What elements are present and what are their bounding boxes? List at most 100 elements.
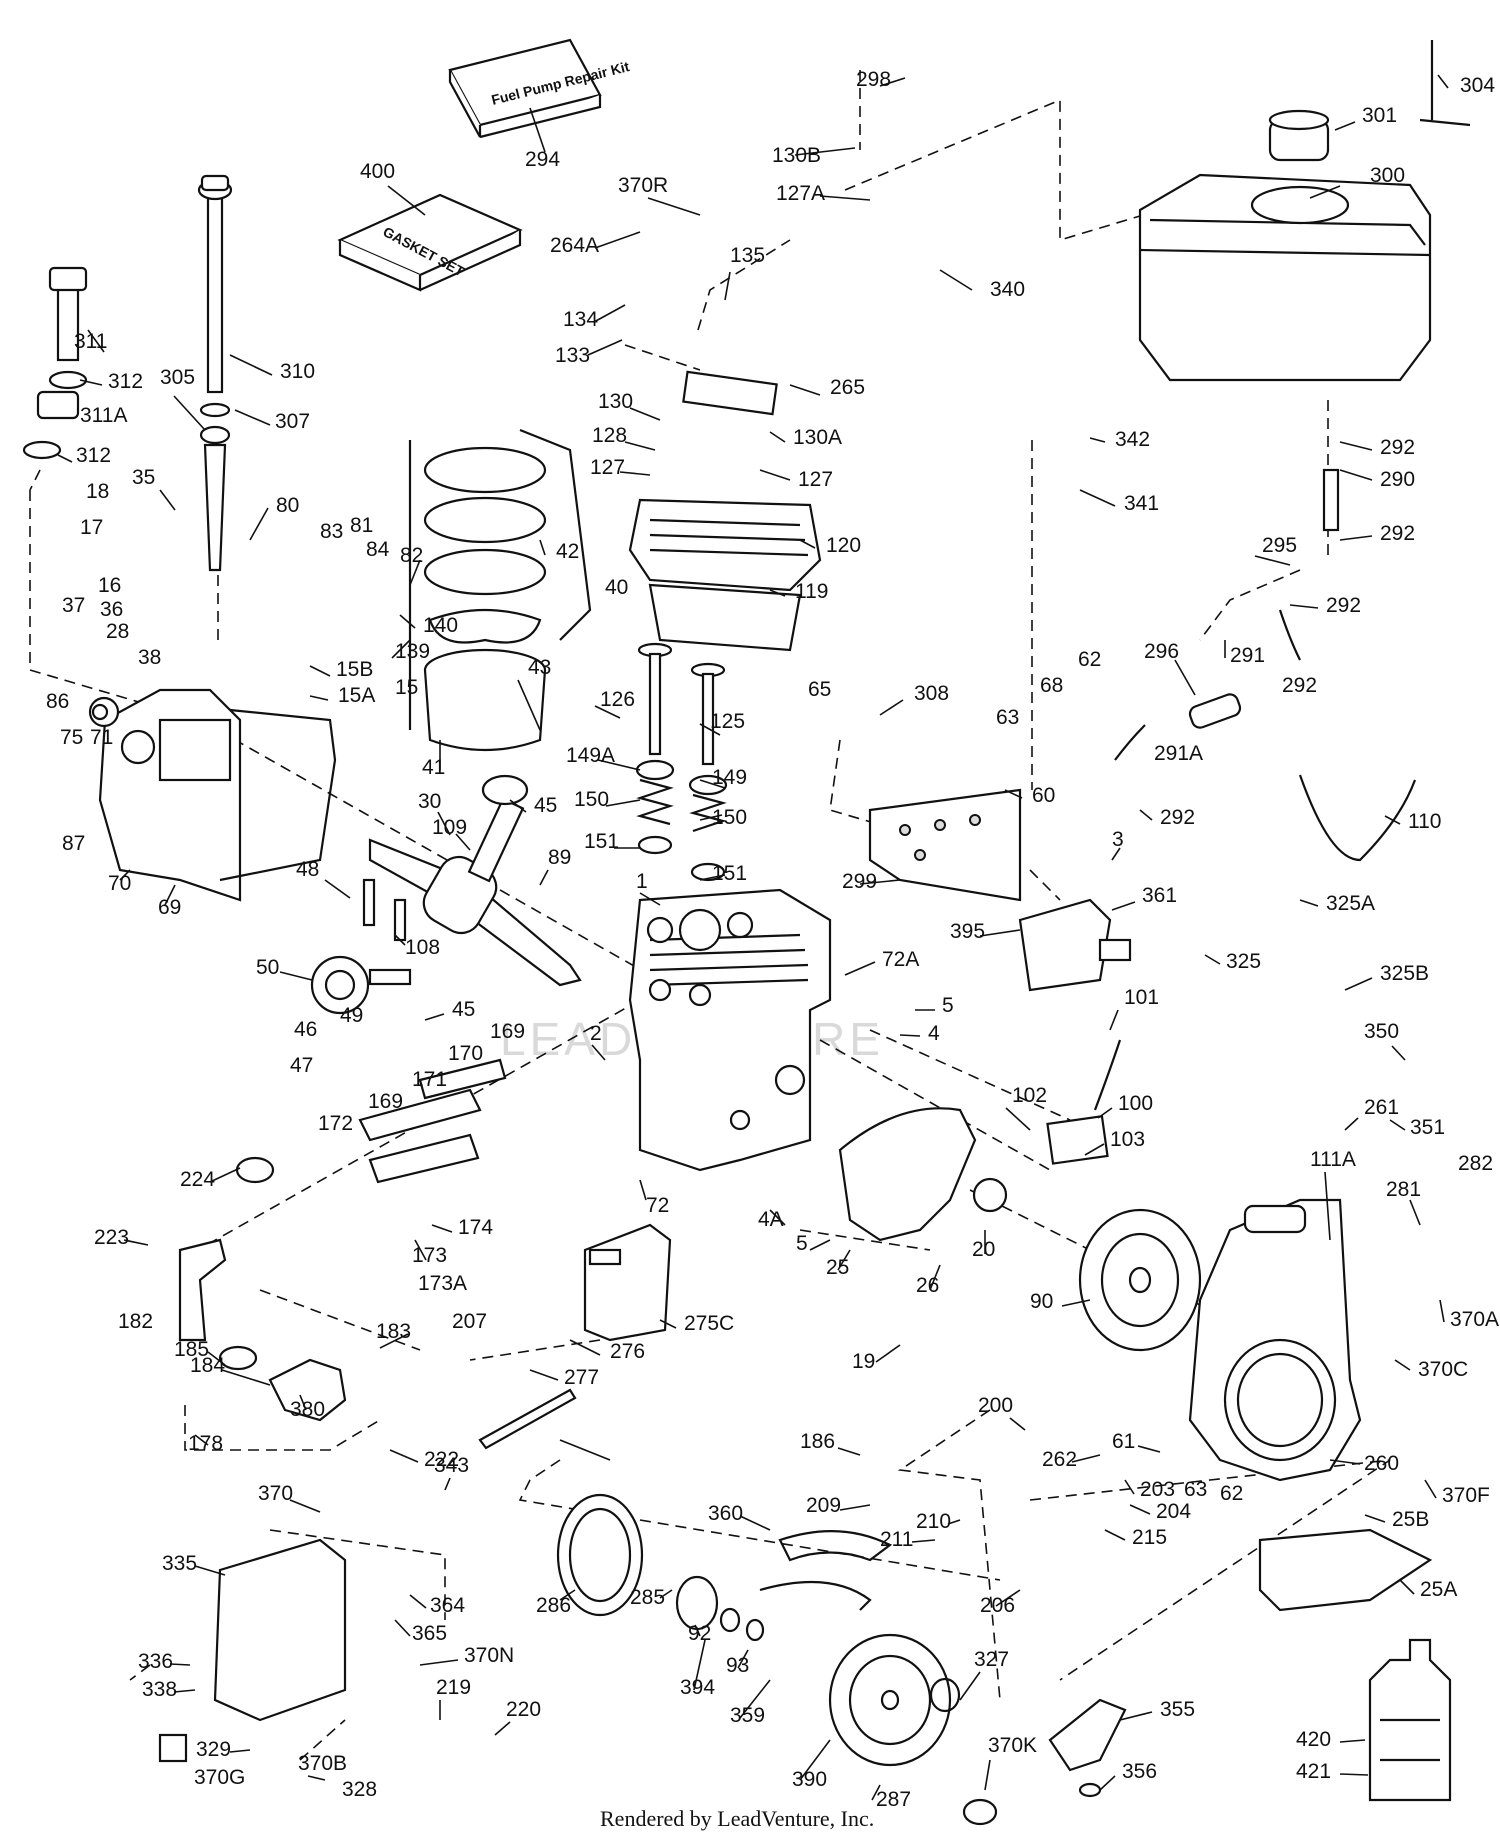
part-label-128: 128 xyxy=(592,424,627,447)
blower-housing xyxy=(1188,1198,1362,1482)
part-label-45a: 45 xyxy=(534,794,557,817)
part-label-127a: 127 xyxy=(590,456,625,479)
part-label-16: 16 xyxy=(98,574,121,597)
part-label-265: 265 xyxy=(830,376,865,399)
part-label-291A: 291A xyxy=(1154,742,1203,765)
part-label-127b: 127 xyxy=(798,468,833,491)
part-label-149: 149 xyxy=(712,766,747,789)
part-label-207: 207 xyxy=(452,1310,487,1333)
part-label-299: 299 xyxy=(842,870,877,893)
part-label-400: 400 xyxy=(360,160,395,183)
part-label-292e: 292 xyxy=(1160,806,1195,829)
part-label-328: 328 xyxy=(342,1778,377,1801)
part-label-63b: 63 xyxy=(1184,1478,1207,1501)
rewind-starter xyxy=(759,1530,952,1767)
part-label-394: 394 xyxy=(680,1676,715,1699)
part-label-292c: 292 xyxy=(1326,594,1361,617)
part-label-92: 92 xyxy=(688,1622,711,1645)
part-label-119: 119 xyxy=(795,580,828,603)
part-label-275C: 275C xyxy=(684,1312,734,1335)
part-label-301: 301 xyxy=(1362,104,1397,127)
part-label-282: 282 xyxy=(1458,1152,1493,1175)
part-label-277: 277 xyxy=(564,1366,599,1389)
part-label-260: 260 xyxy=(1364,1452,1399,1475)
gasket-set-box: GASKET SET xyxy=(337,193,523,292)
part-label-111A: 111A xyxy=(1310,1148,1356,1171)
part-label-360: 360 xyxy=(708,1502,743,1525)
part-label-15B: 15B xyxy=(336,658,373,681)
part-label-169a: 169 xyxy=(490,1020,525,1043)
part-label-370A: 370A xyxy=(1450,1308,1499,1331)
part-label-103: 103 xyxy=(1110,1128,1145,1151)
part-label-62b: 62 xyxy=(1220,1482,1243,1505)
part-label-80: 80 xyxy=(276,494,299,517)
part-label-110: 110 xyxy=(1408,810,1441,833)
part-label-311A: 311A xyxy=(80,404,128,427)
part-label-290: 290 xyxy=(1380,468,1415,491)
part-label-17: 17 xyxy=(80,516,103,539)
part-label-291: 291 xyxy=(1230,644,1265,667)
part-label-25: 25 xyxy=(826,1256,849,1279)
part-label-43: 43 xyxy=(528,656,551,679)
fuel-filter-and-lines xyxy=(1114,468,1340,761)
part-label-140: 140 xyxy=(423,614,458,637)
oil-tray xyxy=(1258,1528,1433,1612)
part-label-130: 130 xyxy=(598,390,633,413)
part-label-46: 46 xyxy=(294,1018,317,1041)
part-label-108: 108 xyxy=(405,936,440,959)
part-label-71: 71 xyxy=(90,726,113,749)
wire-harness xyxy=(1298,774,1417,862)
part-label-304: 304 xyxy=(1460,74,1495,97)
part-label-125: 125 xyxy=(710,710,745,733)
cylinder-head xyxy=(628,370,822,652)
part-label-2: 2 xyxy=(590,1022,602,1045)
part-label-47: 47 xyxy=(290,1054,313,1077)
part-label-203: 203 xyxy=(1140,1478,1175,1501)
ignition-module xyxy=(1046,1039,1122,1165)
leader-lines xyxy=(57,74,1449,1826)
part-label-40: 40 xyxy=(605,576,628,599)
part-label-48: 48 xyxy=(296,858,319,881)
part-label-1: 1 xyxy=(636,870,648,893)
part-label-287: 287 xyxy=(876,1788,911,1811)
part-label-72A: 72A xyxy=(882,948,919,971)
part-label-292a: 292 xyxy=(1380,436,1415,459)
part-label-300: 300 xyxy=(1370,164,1405,187)
part-label-81: 81 xyxy=(350,514,373,537)
part-label-264A: 264A xyxy=(550,234,599,257)
part-label-20: 20 xyxy=(972,1238,995,1261)
part-label-170: 170 xyxy=(448,1042,483,1065)
part-label-25A: 25A xyxy=(1420,1578,1457,1601)
part-label-15A: 15A xyxy=(338,684,375,707)
part-label-169b: 169 xyxy=(368,1090,403,1113)
part-label-329: 329 xyxy=(196,1738,231,1761)
part-label-298: 298 xyxy=(856,68,891,91)
part-label-261: 261 xyxy=(1364,1096,1399,1119)
part-label-370N: 370N xyxy=(464,1644,514,1667)
part-label-215: 215 xyxy=(1132,1526,1167,1549)
fuel-pump-repair-kit-box: Fuel Pump Repair Kit xyxy=(448,38,631,139)
valves-and-springs xyxy=(635,642,728,882)
part-label-338: 338 xyxy=(142,1678,177,1701)
part-label-26: 26 xyxy=(916,1274,939,1297)
part-label-183: 183 xyxy=(376,1320,411,1343)
part-label-296: 296 xyxy=(1144,640,1179,663)
part-label-365: 365 xyxy=(412,1622,447,1645)
part-label-185: 185 xyxy=(174,1338,209,1361)
part-label-420: 420 xyxy=(1296,1728,1331,1751)
part-label-307: 307 xyxy=(275,410,310,433)
part-label-38: 38 xyxy=(138,646,161,669)
part-label-15: 15 xyxy=(395,676,418,699)
part-label-5b: 5 xyxy=(796,1232,808,1255)
part-label-102: 102 xyxy=(1012,1084,1047,1107)
part-label-89: 89 xyxy=(548,846,571,869)
part-label-139: 139 xyxy=(395,640,430,663)
part-label-130A: 130A xyxy=(793,426,842,449)
part-label-36: 36 xyxy=(100,598,123,621)
part-label-312b: 312 xyxy=(76,444,111,467)
part-label-421: 421 xyxy=(1296,1760,1331,1783)
part-label-355: 355 xyxy=(1160,1698,1195,1721)
part-label-220: 220 xyxy=(506,1698,541,1721)
oil-bottle xyxy=(1368,1638,1452,1802)
